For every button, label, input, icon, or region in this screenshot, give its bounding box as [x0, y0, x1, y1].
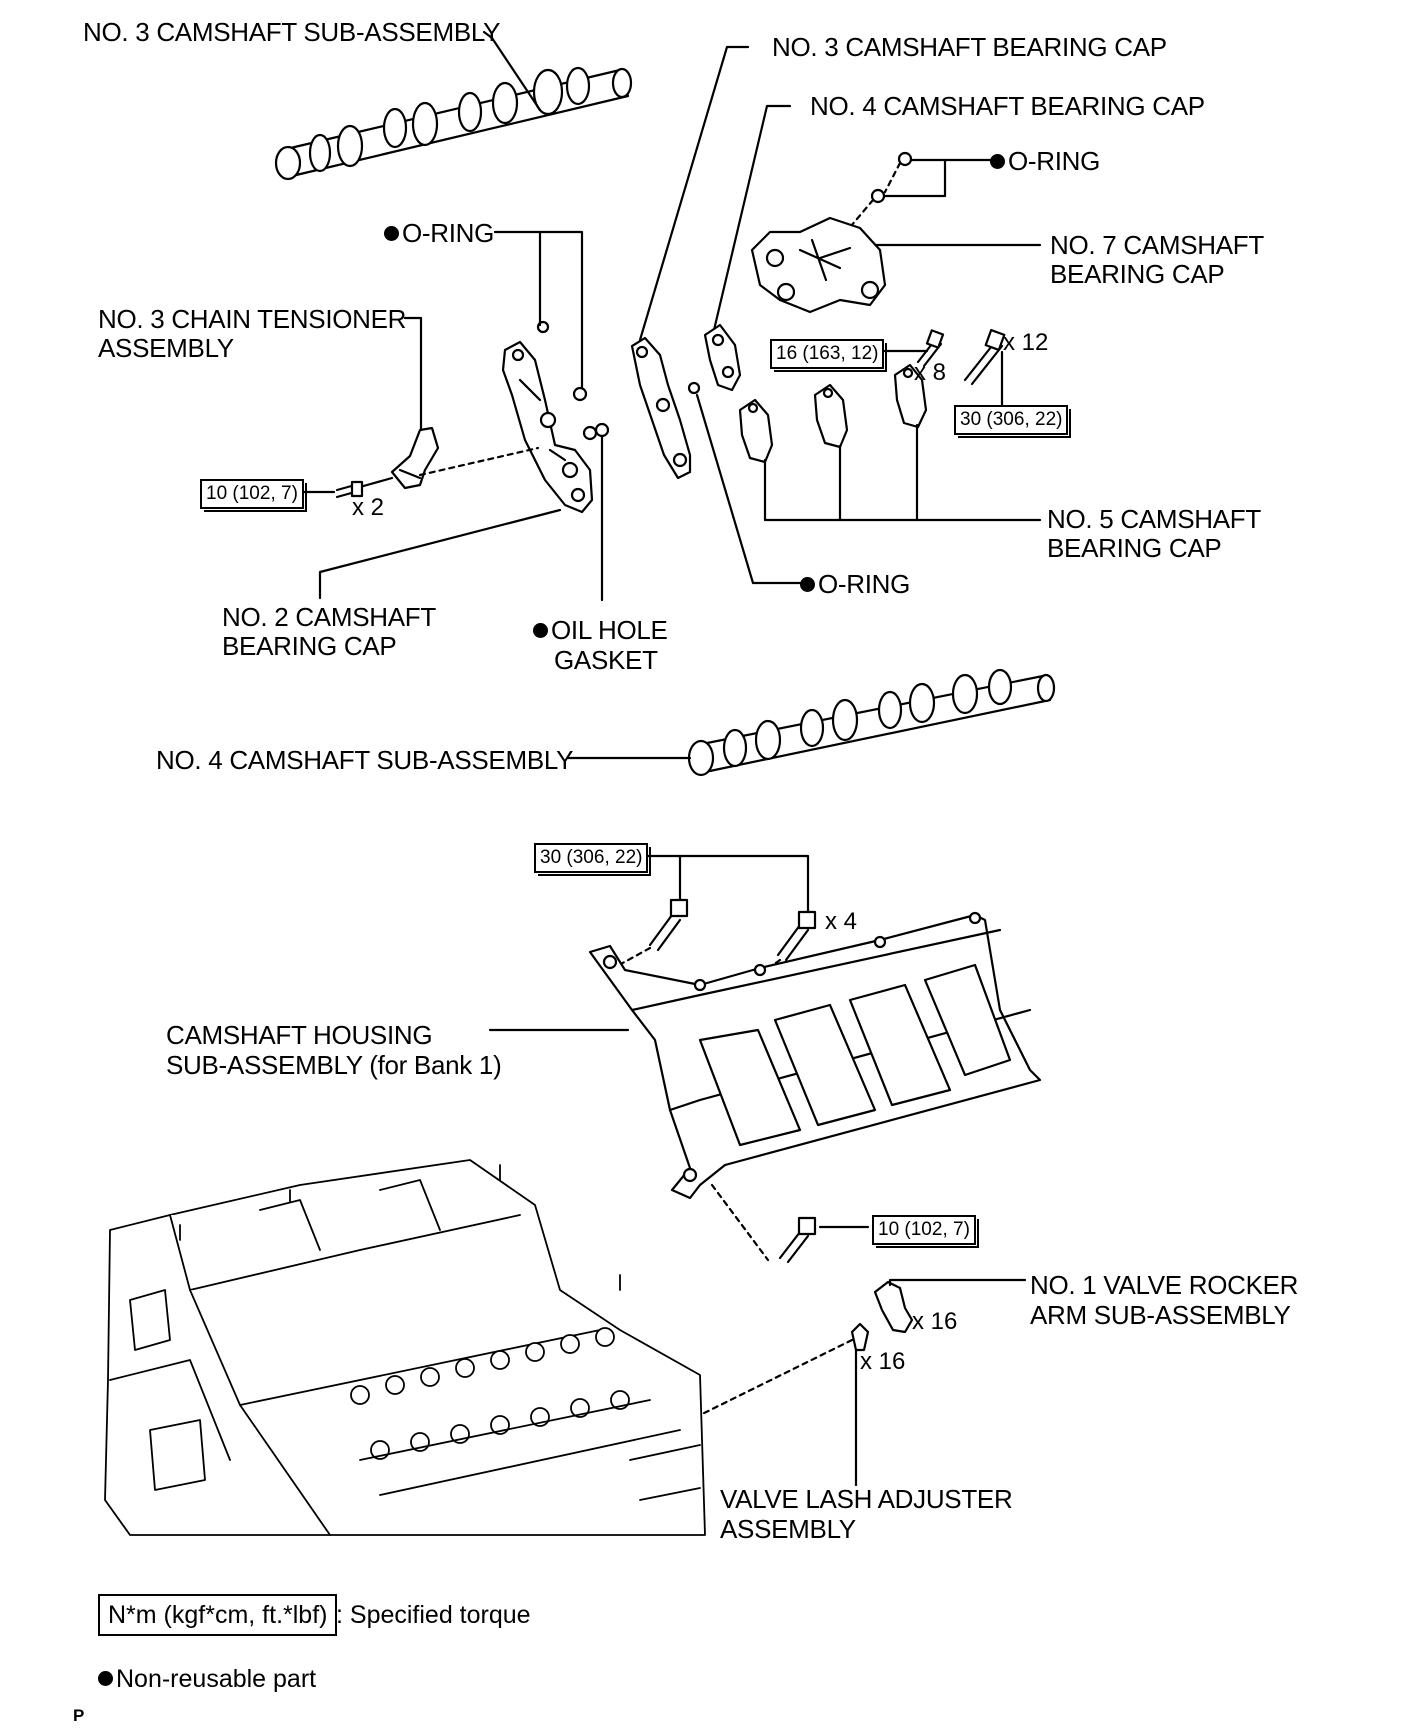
qty-cap-small-bolt: x 8 [914, 359, 947, 386]
leader-no3-cap [638, 45, 750, 342]
qty-cap-large-bolt: x 12 [1003, 329, 1049, 356]
leader-no3-camshaft [482, 30, 542, 112]
label-oring-top: O-RING [990, 146, 1100, 176]
label-no5-bearing-cap-1: NO. 5 CAMSHAFT [1047, 504, 1261, 534]
corner-mark: P [73, 1706, 85, 1725]
label-no2-bearing-cap-2: BEARING CAP [222, 631, 397, 661]
label-oring-bottom: O-RING [800, 569, 910, 599]
no2-cap-illustration [501, 340, 594, 514]
label-oil-hole-gasket-2: GASKET [554, 645, 658, 675]
label-no7-bearing-cap-1: NO. 7 CAMSHAFT [1050, 230, 1264, 260]
no4-cap-illustration [703, 323, 742, 392]
label-no4-camshaft: NO. 4 CAMSHAFT SUB-ASSEMBLY [156, 745, 574, 775]
label-rocker-arm-1: NO. 1 VALVE ROCKER [1030, 1270, 1299, 1300]
torque-tensioner-bolt: 10 (102, 7) [200, 479, 307, 512]
torque-cap-large-bolt: 30 (306, 22) [954, 405, 1072, 438]
label-camshaft-housing-1: CAMSHAFT HOUSING [166, 1020, 433, 1050]
qty-lash-adjuster: x 16 [860, 1348, 906, 1375]
no5-caps-illustration [738, 363, 928, 464]
non-reusable-dot-icon [533, 623, 548, 638]
leader-oring-left [493, 230, 542, 327]
leader-no4-cap [712, 104, 792, 332]
camshaft-housing-illustration [588, 911, 1042, 1200]
label-no7-bearing-cap-2: BEARING CAP [1050, 259, 1225, 289]
qty-tensioner-bolt: x 2 [352, 494, 385, 521]
label-no3-camshaft: NO. 3 CAMSHAFT SUB-ASSEMBLY [83, 17, 501, 47]
label-no2-bearing-cap-1: NO. 2 CAMSHAFT [222, 602, 436, 632]
housing-bolts-illustration [648, 898, 817, 962]
leader-oring-top [881, 158, 947, 198]
leader-tensioner [403, 316, 423, 432]
label-oil-hole-gasket-1: OIL HOLE [533, 615, 668, 645]
no3-camshaft-illustration [274, 66, 633, 181]
qty-rocker-arm: x 16 [912, 1308, 958, 1335]
torque-cap-small-bolt: 16 (163, 12) [770, 339, 888, 372]
no7-cap-illustration [750, 216, 887, 314]
leader-oring-bottom [695, 393, 802, 585]
legend-torque-unit: N*m (kgf*cm, ft.*lbf) [98, 1594, 338, 1636]
lash-adjuster-illustration [850, 1322, 870, 1352]
legend-torque-desc: : Specified torque [336, 1601, 531, 1629]
torque-housing-upper-bolt: 30 (306, 22) [534, 843, 652, 876]
non-reusable-dot-icon [384, 226, 399, 241]
chain-tensioner-illustration [390, 426, 440, 490]
label-rocker-arm-2: ARM SUB-ASSEMBLY [1030, 1300, 1291, 1330]
rocker-arm-illustration [873, 1280, 914, 1334]
leader-no5-cap [763, 458, 1042, 522]
torque-housing-lower-bolt: 10 (102, 7) [872, 1215, 979, 1248]
leader-rocker-arm [888, 1278, 1027, 1287]
cap-bolts-illustration [916, 328, 1006, 386]
label-lash-adjuster-1: VALVE LASH ADJUSTER [720, 1484, 1013, 1514]
tensioner-bolt-illustration [335, 480, 364, 499]
engine-block-illustration [104, 1159, 706, 1536]
label-no5-bearing-cap-2: BEARING CAP [1047, 533, 1222, 563]
label-lash-adjuster-2: ASSEMBLY [720, 1514, 856, 1544]
label-no3-bearing-cap: NO. 3 CAMSHAFT BEARING CAP [772, 32, 1167, 62]
no4-camshaft-illustration [687, 668, 1056, 777]
label-oring-left: O-RING [384, 218, 494, 248]
non-reusable-dot-icon [990, 154, 1005, 169]
leader-housing-upper-torque [643, 854, 682, 907]
label-camshaft-housing-2: SUB-ASSEMBLY (for Bank 1) [166, 1050, 502, 1080]
label-chain-tensioner-2: ASSEMBLY [98, 333, 234, 363]
legend-non-reusable: Non-reusable part [98, 1664, 316, 1694]
leader-no2-cap [318, 508, 562, 600]
label-chain-tensioner-1: NO. 3 CHAIN TENSIONER [98, 304, 407, 334]
no3-caps-illustration [630, 336, 692, 480]
non-reusable-dot-icon [800, 577, 815, 592]
non-reusable-dot-icon [98, 1671, 113, 1686]
label-no4-bearing-cap: NO. 4 CAMSHAFT BEARING CAP [810, 91, 1205, 121]
qty-housing-upper-bolt: x 4 [825, 908, 858, 935]
